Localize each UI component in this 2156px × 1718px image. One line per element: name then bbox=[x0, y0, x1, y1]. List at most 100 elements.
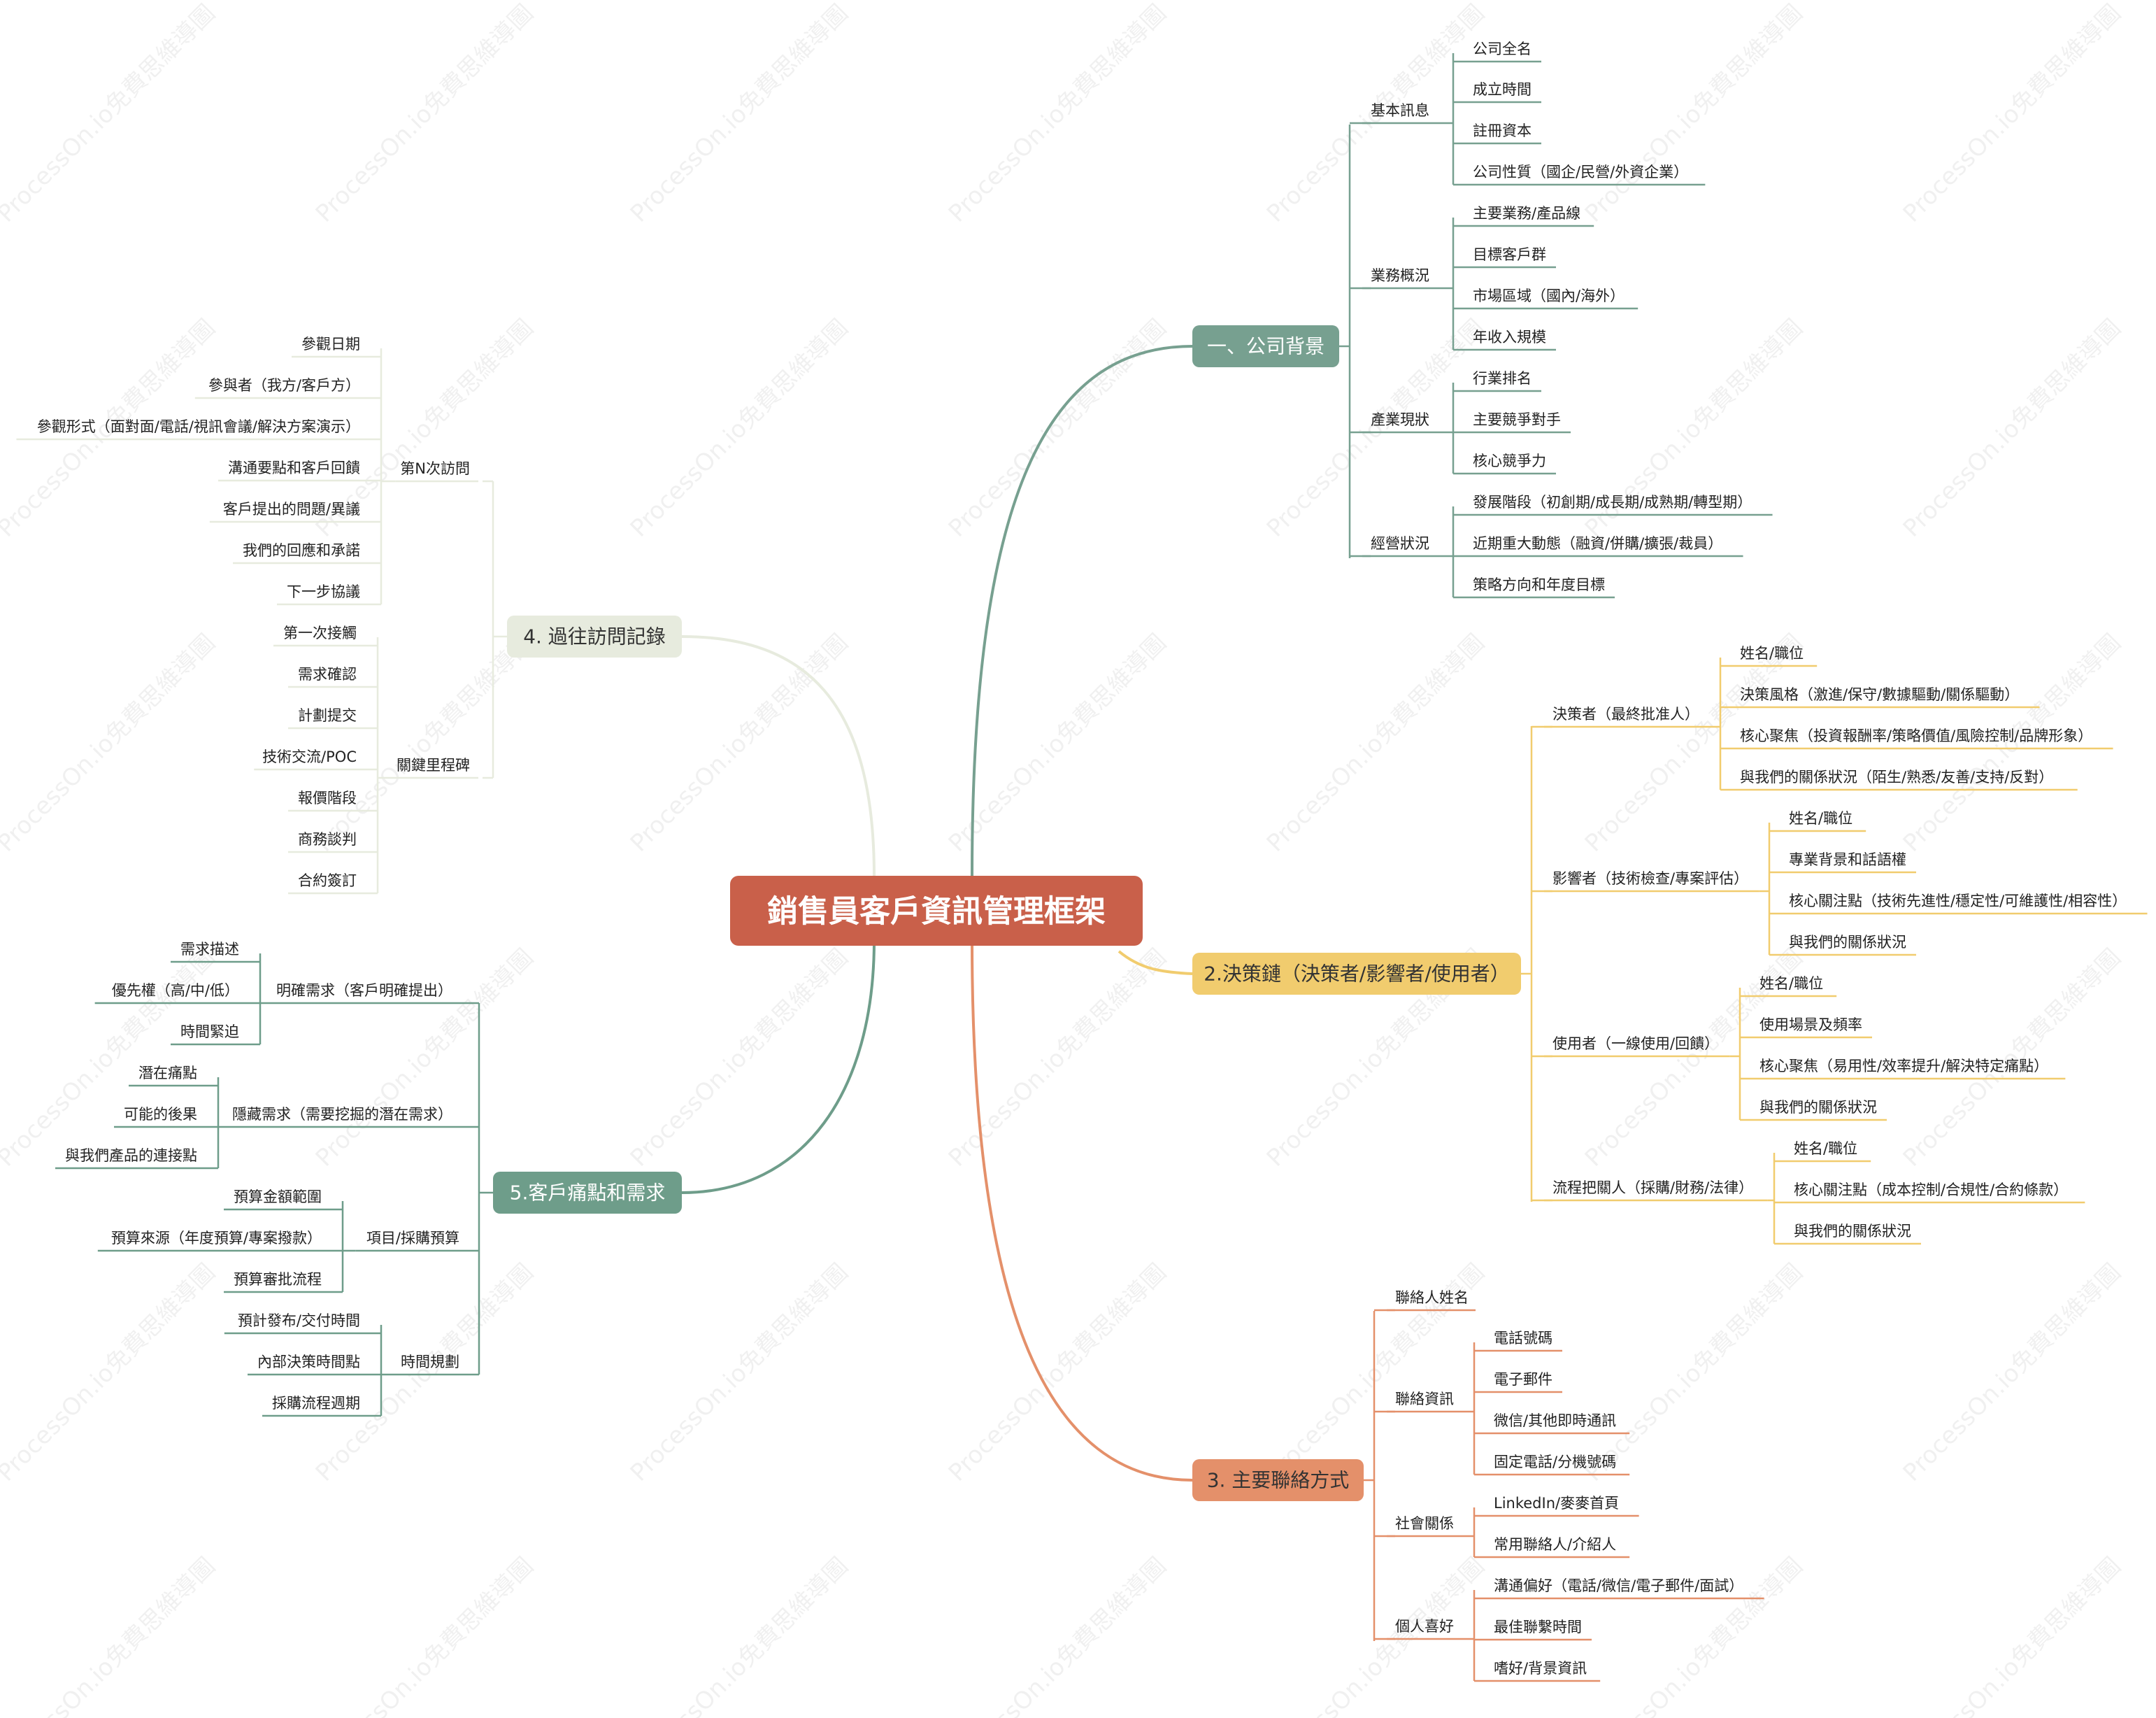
leaf-label: 使用場景及頻率 bbox=[1759, 1016, 1862, 1033]
subtopic-label: 聯絡人姓名 bbox=[1395, 1289, 1469, 1306]
leaf-label: 需求確認 bbox=[298, 666, 357, 683]
leaf-label: 固定電話/分機號碼 bbox=[1494, 1454, 1616, 1470]
leaf-label: 預計發布/交付時間 bbox=[238, 1312, 360, 1329]
leaf-label: 潛在痛點 bbox=[138, 1065, 197, 1081]
leaf-label: 核心競爭力 bbox=[1473, 453, 1546, 469]
watermark-text: ProcessOn.io免費思維導圖 bbox=[943, 629, 1172, 858]
leaf-label: 預算來源（年度預算/專案撥款） bbox=[111, 1230, 322, 1247]
watermark-text: ProcessOn.io免費思維導圖 bbox=[943, 1552, 1172, 1718]
leaf-label: 近期重大動態（融資/併購/擴張/裁員） bbox=[1473, 535, 1722, 552]
leaf-label: 姓名/職位 bbox=[1759, 975, 1823, 992]
leaf-label: 技術交流/POC bbox=[262, 748, 357, 765]
subtopic-label: 聯絡資訊 bbox=[1395, 1391, 1454, 1407]
leaf-label: 與我們的關係狀況 bbox=[1794, 1223, 1911, 1240]
leaf-label: 我們的回應和承諾 bbox=[243, 542, 360, 559]
watermark-text: ProcessOn.io免費思維導圖 bbox=[0, 629, 221, 858]
watermark-text: ProcessOn.io免費思維導圖 bbox=[625, 629, 854, 858]
branch5-topic-label: 5.客戶痛點和需求 bbox=[510, 1181, 666, 1205]
leaf-label: 第一次接觸 bbox=[283, 625, 357, 641]
subtopic-label: 產業現狀 bbox=[1371, 411, 1429, 428]
watermark-text: ProcessOn.io免費思維導圖 bbox=[943, 314, 1172, 543]
branch2-connector bbox=[1118, 950, 1193, 975]
watermark-text: ProcessOn.io免費思維導圖 bbox=[310, 1552, 539, 1718]
leaf-label: 與我們產品的連接點 bbox=[65, 1147, 197, 1164]
watermark-text: ProcessOn.io免費思維導圖 bbox=[0, 0, 221, 228]
leaf-label: 客戶提出的問題/異議 bbox=[223, 501, 360, 518]
leaf-label: 可能的後果 bbox=[124, 1106, 197, 1123]
leaf-label: 溝通要點和客戶回饋 bbox=[228, 460, 360, 476]
watermark-text: ProcessOn.io免費思維導圖 bbox=[625, 314, 854, 543]
branch1-topic[interactable]: 一、公司背景 bbox=[1192, 325, 1339, 367]
leaf-label: 成立時間 bbox=[1473, 81, 1532, 98]
watermark-text: ProcessOn.io免費思維導圖 bbox=[0, 944, 221, 1172]
leaf-label: 決策風格（激進/保守/數據驅動/關係驅動） bbox=[1740, 686, 2019, 703]
leaf-label: 姓名/職位 bbox=[1789, 810, 1852, 827]
branch5-topic[interactable]: 5.客戶痛點和需求 bbox=[493, 1172, 682, 1214]
leaf-label: 姓名/職位 bbox=[1794, 1140, 1857, 1157]
leaf-label: 公司全名 bbox=[1473, 41, 1532, 57]
branch3-topic-box bbox=[1192, 1459, 1364, 1501]
leaf-label: 商務談判 bbox=[298, 831, 357, 848]
branch1-topic-box bbox=[1192, 325, 1339, 367]
leaf-label: 採購流程週期 bbox=[272, 1395, 360, 1412]
leaf-label: 下一步協議 bbox=[287, 583, 360, 600]
watermark-text: ProcessOn.io免費思維導圖 bbox=[1898, 314, 2127, 543]
subtopic-label: 項目/採購預算 bbox=[366, 1230, 459, 1247]
watermark-text: ProcessOn.io免費思維導圖 bbox=[943, 0, 1172, 228]
leaf-label: 參與者（我方/客戶方） bbox=[208, 377, 360, 394]
branch3-topic[interactable]: 3. 主要聯絡方式 bbox=[1192, 1459, 1364, 1501]
leaf-label: 年收入規模 bbox=[1473, 329, 1546, 346]
watermark-text: ProcessOn.io免費思維導圖 bbox=[1580, 0, 1808, 228]
branch5-topic-box bbox=[493, 1172, 682, 1214]
branch1-topic-label: 一、公司背景 bbox=[1207, 335, 1325, 358]
watermark-text: ProcessOn.io免費思維導圖 bbox=[0, 1258, 221, 1487]
leaf-label: 核心關注點（技術先進性/穩定性/可維護性/相容性） bbox=[1789, 893, 2127, 909]
watermark-text: ProcessOn.io免費思維導圖 bbox=[1898, 1258, 2127, 1487]
leaf-label: 與我們的關係狀況 bbox=[1759, 1099, 1877, 1116]
branch4-topic[interactable]: 4. 過往訪問記錄 bbox=[507, 616, 682, 658]
branch3-connector bbox=[971, 940, 1193, 1482]
connector-layer bbox=[16, 53, 2148, 1682]
central-topic-label: 銷售員客戶資訊管理框架 bbox=[767, 894, 1106, 930]
leaf-label: 參觀日期 bbox=[301, 336, 360, 353]
watermark-text: ProcessOn.io免費思維導圖 bbox=[625, 1552, 854, 1718]
subtopic-label: 決策者（最終批准人） bbox=[1552, 706, 1699, 723]
leaf-label: 主要業務/產品線 bbox=[1473, 205, 1580, 222]
subtopic-label: 隱藏需求（需要挖掘的潛在需求） bbox=[232, 1106, 452, 1123]
leaf-label: 主要競爭對手 bbox=[1473, 411, 1561, 428]
subtopic-label: 基本訊息 bbox=[1371, 102, 1429, 119]
subtopic-label: 使用者（一線使用/回饋） bbox=[1552, 1035, 1719, 1052]
branch3-topic-label: 3. 主要聯絡方式 bbox=[1207, 1469, 1350, 1492]
leaf-label: 需求描述 bbox=[180, 941, 239, 958]
watermark-text: ProcessOn.io免費思維導圖 bbox=[310, 0, 539, 228]
subtopic-label: 明確需求（客戶明確提出） bbox=[276, 982, 452, 999]
leaf-label: 微信/其他即時通訊 bbox=[1494, 1412, 1616, 1429]
watermark-text: ProcessOn.io免費思維導圖 bbox=[943, 944, 1172, 1172]
leaf-label: 專業背景和話語權 bbox=[1789, 851, 1906, 868]
watermark-text: ProcessOn.io免費思維導圖 bbox=[1898, 1552, 2127, 1718]
leaf-label: 電話號碼 bbox=[1494, 1330, 1552, 1347]
branch4-connector bbox=[681, 635, 876, 876]
branch4-topic-box bbox=[507, 616, 682, 658]
branch2-topic-label: 2.決策鏈（決策者/影響者/使用者） bbox=[1204, 963, 1510, 986]
leaf-label: 註冊資本 bbox=[1473, 122, 1532, 139]
leaf-label: 電子郵件 bbox=[1494, 1371, 1552, 1388]
leaf-label: 計劃提交 bbox=[298, 707, 357, 724]
leaf-label: 與我們的關係狀況 bbox=[1789, 934, 1906, 951]
subtopic-label: 影響者（技術檢查/專案評估） bbox=[1552, 870, 1748, 887]
leaf-label: 內部決策時間點 bbox=[257, 1354, 360, 1370]
branch2-topic[interactable]: 2.決策鏈（決策者/影響者/使用者） bbox=[1192, 953, 1521, 995]
watermark-text: ProcessOn.io免費思維導圖 bbox=[625, 1258, 854, 1487]
leaf-label: 核心聚焦（易用性/效率提升/解決特定痛點） bbox=[1759, 1058, 2048, 1074]
leaf-label: 常用聯絡人/介紹人 bbox=[1494, 1536, 1616, 1553]
watermark-text: ProcessOn.io免費思維導圖 bbox=[625, 944, 854, 1172]
leaf-label: 姓名/職位 bbox=[1740, 645, 1804, 662]
leaf-label: 目標客戶群 bbox=[1473, 246, 1546, 263]
watermark-text: ProcessOn.io免費思維導圖 bbox=[310, 944, 539, 1172]
central-topic[interactable]: 銷售員客戶資訊管理框架 bbox=[730, 876, 1143, 946]
leaf-label: 預算金額範圍 bbox=[234, 1188, 322, 1205]
watermark-text: ProcessOn.io免費思維導圖 bbox=[1262, 1552, 1490, 1718]
leaf-label: 行業排名 bbox=[1473, 370, 1532, 387]
leaf-label: 與我們的關係狀況（陌生/熟悉/友善/支持/反對） bbox=[1740, 769, 2053, 786]
